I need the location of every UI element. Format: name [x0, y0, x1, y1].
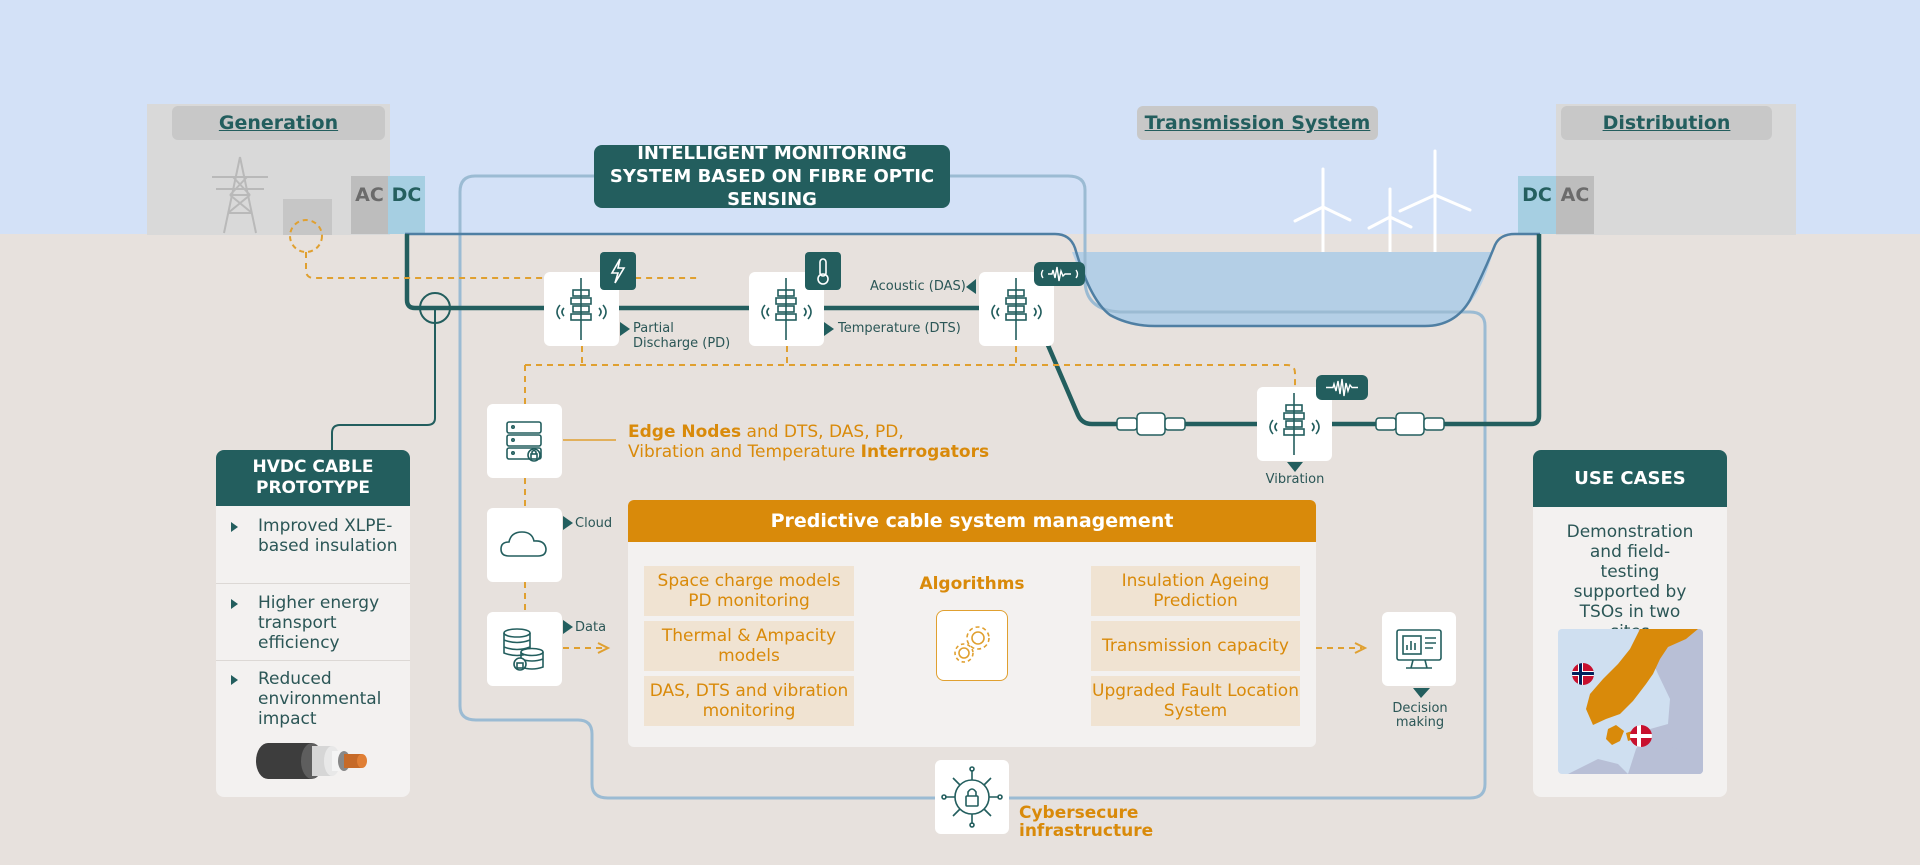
wind-turbine-icon — [1285, 145, 1485, 255]
dts-label: Temperature (DTS) — [838, 321, 961, 336]
use-cases-title: USE CASES — [1533, 450, 1727, 507]
interrogators-bold: Interrogators — [860, 442, 990, 462]
generation-dc-converter: DC — [388, 176, 425, 234]
monitoring-loop — [458, 174, 1487, 800]
norway-flag-icon — [1572, 663, 1594, 685]
hvdc-title: HVDC CABLE PROTOTYPE — [216, 450, 410, 506]
input-box-1: Space charge models PD monitoring — [644, 566, 854, 616]
distribution-label: Distribution — [1561, 106, 1772, 140]
output-box-3: Upgraded Fault Location System — [1091, 676, 1300, 726]
soundwave-icon — [1316, 375, 1368, 400]
input-box-2: Thermal & Ampacity models — [644, 621, 854, 671]
edge-nodes-line2: Vibration and Temperature — [628, 442, 861, 462]
fibre-sensor-icon — [991, 278, 1042, 340]
monitor-chart-icon — [1396, 629, 1442, 669]
fibre-sensor-icon — [556, 278, 607, 340]
edge-nodes-bold: Edge Nodes — [628, 422, 742, 442]
denmark-flag-icon — [1630, 725, 1652, 747]
cable-cross-section-icon — [252, 739, 376, 783]
predictive-title: Predictive cable system management — [628, 500, 1316, 542]
cybersecure-label: Cybersecure infrastructure — [1019, 803, 1154, 841]
hvdc-card: HVDC CABLE PROTOTYPE Improved XLPE- base… — [216, 450, 410, 797]
edge-nodes-text: Edge Nodes and DTS, DAS, PD, Vibration a… — [628, 422, 1048, 462]
gears-icon — [936, 610, 1008, 681]
hvdc-separator — [216, 583, 410, 584]
hvdc-separator — [216, 660, 410, 661]
hvdc-bullet-3: Reduced environmental impact — [231, 669, 408, 729]
decision-label: Decision making — [1392, 701, 1448, 730]
generation-label: Generation — [172, 106, 385, 140]
hvdc-bullet-2: Higher energy transport efficiency — [231, 593, 408, 653]
data-label: Data — [575, 620, 607, 635]
use-cases-text: Demonstration and field-testing supporte… — [1566, 522, 1694, 642]
transmission-label: Transmission System — [1137, 106, 1378, 140]
lock-circuit-icon — [941, 766, 1003, 828]
cloud-icon — [500, 531, 547, 557]
hvdc-bullet-1: Improved XLPE- based insulation — [231, 516, 408, 556]
soundwave-icon — [1034, 262, 1085, 286]
use-cases-card: USE CASES Demonstration and field-testin… — [1533, 450, 1727, 797]
hvdc-cable-line — [404, 234, 1542, 427]
algorithms-label: Algorithms — [919, 574, 1025, 594]
input-box-3: DAS, DTS and vibration monitoring — [644, 676, 854, 726]
sea-basin — [1072, 252, 1493, 326]
pylon-icon — [200, 155, 280, 235]
decision-tile — [1382, 612, 1456, 686]
monitoring-title: INTELLIGENT MONITORING SYSTEM BASED ON F… — [594, 143, 950, 210]
server-tile — [487, 404, 562, 478]
fibre-sensor-icon — [1269, 393, 1320, 455]
server-icon — [506, 421, 542, 462]
output-box-1: Insulation Ageing Prediction — [1091, 566, 1300, 616]
generation-ac-converter: AC — [351, 176, 388, 234]
scandinavia-map — [1558, 629, 1703, 774]
cable-joint-icon — [1372, 411, 1448, 437]
fibre-sensor-icon — [761, 278, 812, 340]
output-box-2: Transmission capacity — [1091, 621, 1300, 671]
pd-label: Partial Discharge (PD) — [633, 321, 731, 351]
database-tile — [487, 612, 562, 686]
vibration-label: Vibration — [1265, 472, 1325, 487]
database-icon — [503, 628, 544, 671]
thermometer-icon — [805, 252, 841, 290]
das-label: Acoustic (DAS) — [870, 279, 966, 294]
cybersecure-tile — [935, 760, 1009, 834]
distribution-dc-converter: DC — [1518, 176, 1556, 234]
edge-nodes-rest: and DTS, DAS, PD, — [741, 422, 904, 442]
cable-joint-icon — [1113, 411, 1189, 437]
distribution-ac-converter: AC — [1556, 176, 1594, 234]
lightning-icon — [600, 252, 636, 290]
cloud-label: Cloud — [575, 516, 613, 531]
cloud-tile — [487, 508, 562, 582]
